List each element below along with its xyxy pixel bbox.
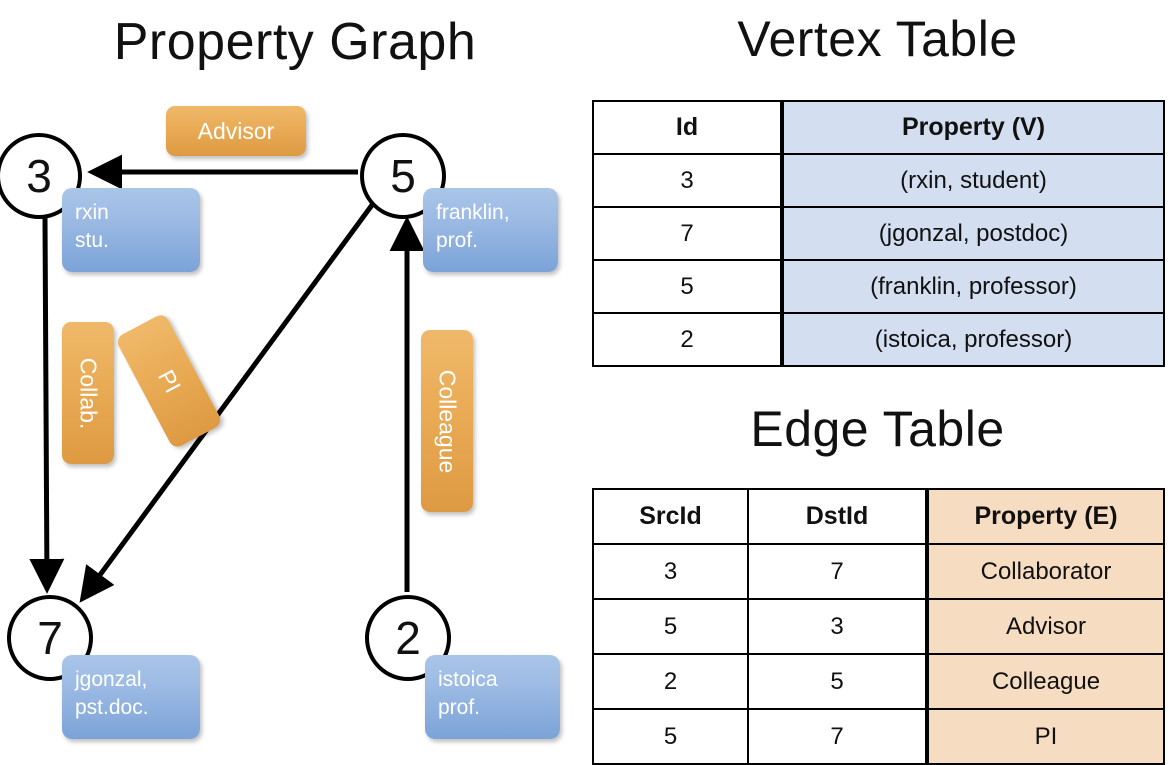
vertex-cell-id: 3 xyxy=(592,153,783,208)
edge-cell-property: Colleague xyxy=(925,653,1165,710)
edge-cell-srcid: 5 xyxy=(592,708,749,765)
vertex-cell-property: (jgonzal, postdoc) xyxy=(780,206,1165,261)
page-title-edge-table: Edge Table xyxy=(750,401,1005,457)
edge-cell-srcid: 2 xyxy=(592,653,749,710)
table-row[interactable]: 3 7 Collaborator xyxy=(592,543,1165,600)
edge-label-collab: Collab. xyxy=(62,322,114,464)
vertex-cell-id: 2 xyxy=(592,312,783,367)
node-property-line-1: franklin, xyxy=(436,201,510,224)
vertex-cell-property: (rxin, student) xyxy=(780,153,1165,208)
table-row[interactable]: 5 (franklin, professor) xyxy=(592,259,1165,314)
edge-label-colleague-text: Colleague xyxy=(434,369,461,473)
edge-table-header-property: Property (E) xyxy=(925,488,1165,545)
edge-label-advisor: Advisor xyxy=(166,106,306,156)
edge-cell-srcid: 3 xyxy=(592,543,749,600)
vertex-cell-property: (istoica, professor) xyxy=(780,312,1165,367)
edge-cell-property: PI xyxy=(925,708,1165,765)
vertex-table-header-property: Property (V) xyxy=(780,100,1165,155)
node-property-line-2: prof. xyxy=(438,696,481,720)
vertex-table-header-row: Id Property (V) xyxy=(592,100,1165,155)
edge-cell-dstid: 5 xyxy=(747,653,928,710)
vertex-table: Id Property (V) 3 (rxin, student) 7 (jgo… xyxy=(592,100,1165,367)
node-property-box-jgonzal: jgonzal, pst.doc. xyxy=(62,655,200,739)
edge-label-collab-text: Collab. xyxy=(75,357,102,429)
table-row[interactable]: 2 (istoica, professor) xyxy=(592,312,1165,367)
edge-cell-dstid: 3 xyxy=(747,598,928,655)
node-property-line-1: istoica xyxy=(438,668,498,691)
edge-cell-dstid: 7 xyxy=(747,708,928,765)
vertex-cell-property: (franklin, professor) xyxy=(780,259,1165,314)
node-property-box-rxin: rxin stu. xyxy=(62,188,200,272)
vertex-cell-id: 7 xyxy=(592,206,783,261)
graph-edges-svg xyxy=(29,154,425,603)
node-property-line-2: stu. xyxy=(75,229,109,253)
vertex-cell-id: 5 xyxy=(592,259,783,314)
edge-table: SrcId DstId Property (E) 3 7 Collaborato… xyxy=(592,488,1165,765)
edge-label-pi-text: PI xyxy=(152,365,187,397)
node-property-line-2: pst.doc. xyxy=(75,696,149,720)
table-row[interactable]: 2 5 Colleague xyxy=(592,653,1165,710)
edge-table-header-dstid: DstId xyxy=(747,488,928,545)
edge-table-header-srcid: SrcId xyxy=(592,488,749,545)
node-property-box-istoica: istoica prof. xyxy=(425,655,560,739)
edge-arrow-5-to-7 xyxy=(79,203,375,603)
graph-node-7-label: 7 xyxy=(37,612,63,664)
table-row[interactable]: 7 (jgonzal, postdoc) xyxy=(592,206,1165,261)
edge-arrow-3-to-7 xyxy=(29,217,65,594)
node-property-line-2: prof. xyxy=(436,229,479,253)
table-row[interactable]: 5 7 PI xyxy=(592,708,1165,765)
property-graph-diagram: 3 5 7 2 rxin stu. franklin, prof. jgonza… xyxy=(0,0,585,760)
edge-cell-property: Collaborator xyxy=(925,543,1165,600)
edge-cell-srcid: 5 xyxy=(592,598,749,655)
edge-label-colleague: Colleague xyxy=(421,330,473,512)
graph-node-2[interactable]: 2 xyxy=(365,595,451,681)
edge-cell-dstid: 7 xyxy=(747,543,928,600)
edge-cell-property: Advisor xyxy=(925,598,1165,655)
node-property-line-1: rxin xyxy=(75,201,109,224)
graph-node-5-label: 5 xyxy=(390,150,416,202)
table-row[interactable]: 3 (rxin, student) xyxy=(592,153,1165,208)
vertex-table-header-id: Id xyxy=(592,100,783,155)
graph-node-3-label: 3 xyxy=(26,150,52,202)
node-property-box-franklin: franklin, prof. xyxy=(423,188,558,272)
page-title-property-graph: Property Graph xyxy=(113,13,477,71)
graph-node-2-label: 2 xyxy=(395,612,421,664)
node-property-line-1: jgonzal, xyxy=(75,668,148,691)
edge-label-advisor-text: Advisor xyxy=(197,117,275,144)
page-title-vertex-table: Vertex Table xyxy=(737,11,1018,67)
edge-table-header-row: SrcId DstId Property (E) xyxy=(592,488,1165,545)
table-row[interactable]: 5 3 Advisor xyxy=(592,598,1165,655)
